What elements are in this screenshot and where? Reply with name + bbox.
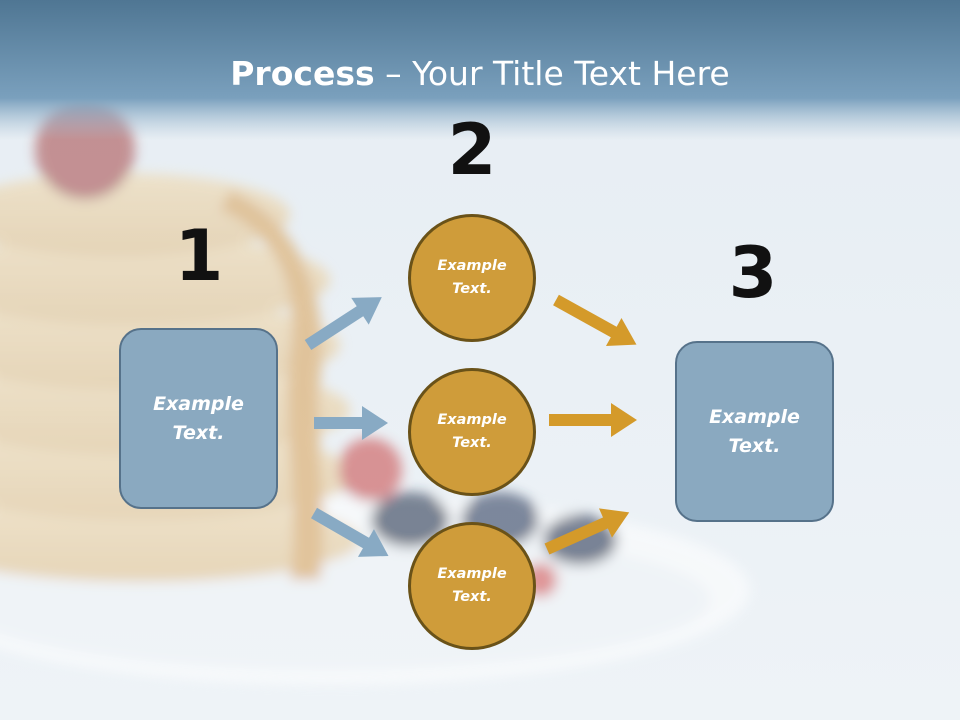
step-2-text-3: Example Text. xyxy=(437,566,507,605)
blue-arrow-up xyxy=(304,297,382,351)
step-1-box: Example Text. xyxy=(119,328,278,509)
step-2-text-1: Example Text. xyxy=(437,258,507,297)
step-2-text-2: Example Text. xyxy=(437,412,507,451)
step-3-text: Example Text. xyxy=(709,405,800,457)
step-2-circle-2: Example Text. xyxy=(408,368,536,496)
title-bold: Process xyxy=(230,54,375,93)
step-3-box: Example Text. xyxy=(675,341,834,522)
step-2-circle-1: Example Text. xyxy=(408,214,536,342)
gold-arrow-up xyxy=(544,508,630,555)
step-1-number: 1 xyxy=(174,215,224,297)
step-2-circle-3: Example Text. xyxy=(408,522,536,650)
step-1-text: Example Text. xyxy=(153,392,244,444)
title-rest: – Your Title Text Here xyxy=(374,54,730,93)
gold-arrow-mid xyxy=(549,403,637,437)
blue-arrow-down xyxy=(311,507,389,557)
slide-title: Process – Your Title Text Here xyxy=(0,52,960,96)
gold-arrow-down xyxy=(553,294,637,346)
step-3-number: 3 xyxy=(728,232,778,314)
blue-arrow-mid xyxy=(314,406,388,440)
step-2-number: 2 xyxy=(447,109,497,191)
